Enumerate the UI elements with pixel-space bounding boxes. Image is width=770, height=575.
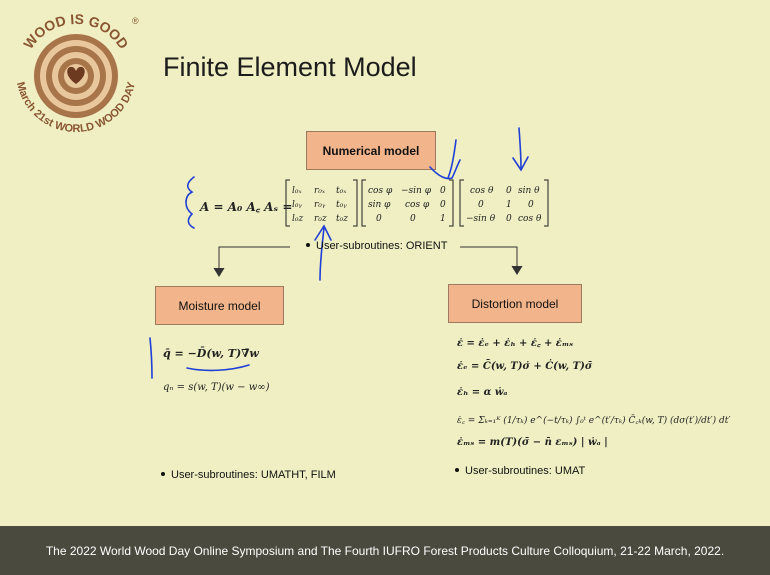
m3-cell: cos θ	[470, 186, 494, 196]
moisture-bullet: User-subroutines: UMATHT, FILM	[161, 469, 336, 481]
strain-ms-equation: ε̇ₘₛ = m(T)(σ̄ − n̄ εₘₛ) | ẇₐ |	[457, 437, 608, 448]
heart-icon	[67, 66, 85, 84]
orientation-equation: A = A₀ A꜀ Aₛ =	[200, 200, 293, 214]
world-wood-day-logo: WOOD IS GOOD ® March 21st WORLD WOOD DAY	[14, 11, 139, 135]
m2-cell: 1	[440, 214, 446, 224]
m3-cell: 0	[506, 214, 512, 224]
orient-bullet: User-subroutines: ORIENT	[306, 240, 447, 252]
m1-cell: l₀ᵧ	[292, 200, 302, 210]
moisture-bullet-text: User-subroutines: UMATHT, FILM	[171, 469, 336, 481]
m1-cell: r₀z	[314, 214, 327, 224]
strain-hygro-equation: ε̇ₕ = α ẇₐ	[457, 387, 508, 398]
distortion-model-box: Distortion model	[448, 284, 582, 323]
flow-connectors	[213, 246, 523, 277]
m2-cell: sin φ	[368, 200, 391, 210]
matrix-3: cos θ 0 sin θ 0 1 0 −sin θ 0 cos θ	[466, 186, 542, 224]
m2-cell: cos φ	[368, 186, 393, 196]
strain-elastic-equation: ε̇ₑ = C̄(w, T)σ̇ + Ċ(w, T)σ̄	[457, 361, 593, 372]
m2-cell: 0	[376, 214, 382, 224]
m3-cell: cos θ	[518, 214, 542, 224]
m3-cell: 0	[528, 200, 534, 210]
m1-cell: t₀ᵧ	[336, 200, 347, 210]
distortion-bullet: User-subroutines: UMAT	[455, 465, 585, 477]
matrix-2: cos φ −sin φ 0 sin φ cos φ 0 0 0 1	[368, 186, 446, 224]
bullet-dot-icon	[455, 468, 459, 473]
m2-cell: cos φ	[405, 200, 430, 210]
matrix-brackets	[285, 179, 549, 227]
slide-title: Finite Element Model	[163, 52, 417, 82]
m3-cell: −sin θ	[466, 214, 496, 224]
moisture-flux-equation: q̄ = −D̄(w, T)∇̄w	[163, 347, 259, 360]
handwritten-annotations	[149, 127, 529, 379]
m3-cell: 1	[506, 200, 512, 210]
strain-creep-equation: ε̇꜀ = Σₖ₌₁ᴷ (1/τₖ) e^(−t/τₖ) ∫₀ᵗ e^(t′/τ…	[457, 416, 731, 426]
m1-cell: l₀z	[292, 214, 303, 224]
moisture-bc-equation: qₙ = s(w, T)(w − w∞)	[163, 382, 270, 393]
m2-cell: 0	[410, 214, 416, 224]
m2-cell: 0	[440, 200, 446, 210]
m1-cell: l₀ₓ	[292, 186, 302, 196]
moisture-model-box: Moisture model	[155, 286, 284, 325]
m1-cell: t₀ₓ	[336, 186, 347, 196]
m3-cell: sin θ	[518, 186, 540, 196]
matrix-1: l₀ₓ r₀ₓ t₀ₓ l₀ᵧ r₀ᵧ t₀ᵧ l₀z r₀z t₀z	[292, 186, 348, 224]
bullet-dot-icon	[161, 472, 165, 477]
m3-cell: 0	[478, 200, 484, 210]
m2-cell: 0	[440, 186, 446, 196]
m1-cell: r₀ᵧ	[314, 200, 326, 210]
registered-mark: ®	[132, 16, 139, 26]
distortion-bullet-text: User-subroutines: UMAT	[465, 465, 586, 477]
orient-bullet-text: User-subroutines: ORIENT	[316, 240, 448, 252]
m3-cell: 0	[506, 186, 512, 196]
m2-cell: −sin φ	[401, 186, 432, 196]
strain-total-equation: ε̇ = ε̇ₑ + ε̇ₕ + ε̇꜀ + ε̇ₘₛ	[457, 338, 574, 349]
m1-cell: r₀ₓ	[314, 186, 326, 196]
bullet-dot-icon	[306, 243, 310, 248]
numerical-model-box: Numerical model	[306, 131, 436, 170]
m1-cell: t₀z	[336, 214, 348, 224]
footer-banner: The 2022 World Wood Day Online Symposium…	[0, 526, 770, 575]
